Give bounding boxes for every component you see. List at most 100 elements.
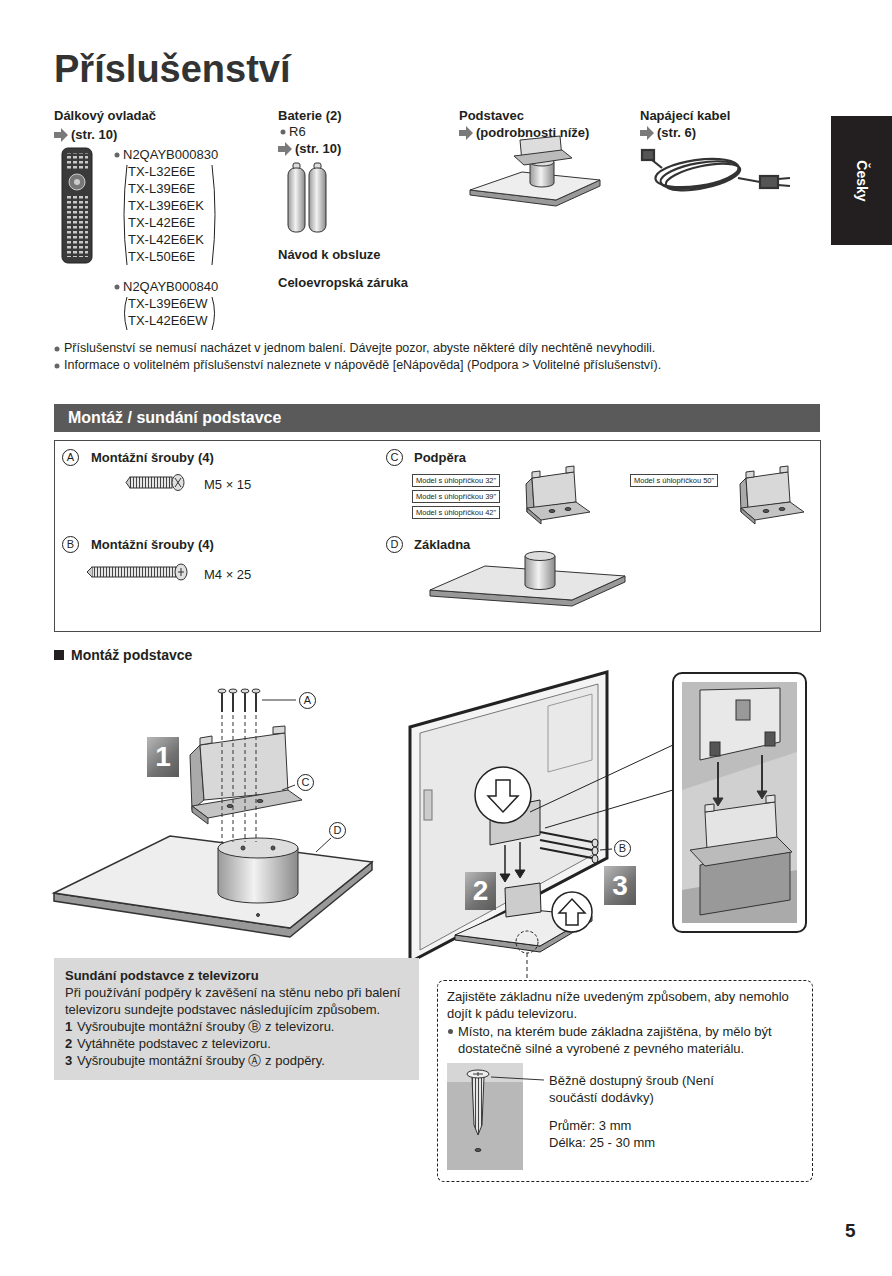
part-heading: Základna — [414, 537, 470, 552]
part-letter: B — [62, 536, 79, 553]
callout-letter: A — [299, 692, 316, 709]
remote-control — [62, 148, 92, 263]
bullet-dot — [448, 1029, 453, 1034]
letter: C — [391, 452, 399, 463]
model-number: TX-L50E6E — [128, 249, 195, 264]
step-number: 2 — [465, 872, 496, 910]
bracket-part — [526, 466, 590, 524]
detail-inset — [673, 673, 806, 932]
step-digit: 3 — [612, 871, 628, 901]
callout-letter: D — [329, 822, 346, 839]
item-heading: Dálkový ovladač — [54, 108, 156, 123]
part-heading: Podpěra — [414, 450, 466, 465]
model-text: Model s úhlopříčkou 39" — [416, 492, 496, 501]
list-number: 2 — [65, 1035, 77, 1052]
letter: B — [619, 843, 626, 854]
battery-type: R6 — [289, 124, 306, 139]
model-tag: Model s úhlopříčkou 42" — [412, 506, 500, 519]
page-ref: (str. 10) — [71, 127, 117, 142]
step-digit: 2 — [473, 876, 489, 906]
stand-icon — [470, 136, 600, 206]
page-number: 5 — [845, 1219, 856, 1242]
list-text: Vytáhněte podstavec z televizoru. — [77, 1035, 271, 1052]
step-number: 1 — [147, 737, 179, 777]
page-ref: (str. 10) — [295, 141, 341, 156]
part-letter: A — [62, 449, 79, 466]
bullet-text: Místo, na kterém bude základna zajištěna… — [458, 1023, 804, 1057]
language-tab: Česky — [831, 116, 892, 245]
callout-letter: C — [297, 774, 314, 791]
tv-assembly — [410, 672, 673, 980]
screw-label: Běžně dostupný šroub (Není součástí dodá… — [549, 1072, 714, 1106]
list-row: 2Vytáhněte podstavec z televizoru. — [65, 1035, 408, 1052]
part-size: M4 × 25 — [204, 567, 251, 582]
item-heading: Návod k obsluze — [278, 247, 381, 262]
screw — [87, 475, 187, 581]
removal-panel: Sundání podstavce z televizoruPři použív… — [54, 958, 419, 1080]
step-digit: 1 — [155, 742, 171, 772]
model-text: Model s úhlopříčkou 42" — [416, 508, 496, 517]
parts-box: Montážní šrouby (4) M5 × 15 Montážní šroub… — [54, 440, 821, 632]
item-heading: Celoevropská záruka — [278, 275, 408, 290]
power-cable — [642, 150, 790, 196]
note: Příslušenství se nemusí nacházet v jedno… — [64, 341, 655, 356]
bracket — [124, 165, 215, 330]
stand-assembly — [54, 689, 372, 937]
part-letter: D — [386, 536, 403, 553]
model-tag: Model s úhlopříčkou 50" — [630, 474, 718, 487]
item-heading: Napájecí kabel — [640, 108, 730, 123]
page-ref: (podrobnosti níže) — [476, 125, 589, 140]
part-letter: C — [386, 449, 403, 466]
list-row: 1Vyšroubujte montážní šrouby Ⓑ z televiz… — [65, 1018, 408, 1035]
letter: D — [334, 825, 342, 836]
sub-heading: Montáž podstavce — [71, 647, 192, 664]
letter: A — [304, 695, 311, 706]
page-ref: (str. 6) — [657, 125, 696, 140]
fixing-note-box: Zajistěte základnu níže uvedeným způsobe… — [437, 980, 813, 1182]
panel-heading: Sundání podstavce z televizoru — [65, 967, 408, 984]
model-text: Model s úhlopříčkou 32" — [416, 476, 496, 485]
model-number: TX-L39E6EW — [128, 296, 207, 311]
item-heading: Podstavec — [459, 108, 524, 123]
letter: A — [67, 452, 74, 463]
page-title: Příslušenství — [54, 46, 291, 92]
note-text: Zajistěte základnu níže uvedeným způsobe… — [447, 988, 803, 1022]
part-heading: Montážní šrouby (4) — [91, 537, 214, 552]
tab-text: Česky — [854, 160, 870, 201]
section-title: Montáž / sundání podstavce — [68, 404, 281, 432]
part-heading: Montážní šrouby (4) — [91, 450, 214, 465]
letter: C — [302, 777, 310, 788]
step-number: 3 — [604, 866, 636, 905]
panel-body: Při používání podpěry k zavěšení na stěn… — [65, 984, 408, 1018]
list-number: 1 — [65, 1018, 77, 1035]
model-number: N2QAYB000840 — [123, 279, 218, 294]
model-number: TX-L39E6EK — [128, 198, 204, 213]
list-row: 3Vyšroubujte montážní šrouby Ⓐ z podpěry… — [65, 1052, 408, 1069]
callout-letter: B — [614, 840, 631, 857]
item-heading: Baterie (2) — [278, 108, 342, 123]
section-band: Montáž / sundání podstavce — [54, 404, 820, 432]
list-number: 3 — [65, 1052, 77, 1069]
letter: D — [391, 539, 399, 550]
battery — [288, 163, 326, 232]
part-size: M5 × 15 — [204, 477, 251, 492]
model-text: Model s úhlopříčkou 50" — [634, 476, 714, 485]
model-number: N2QAYB000830 — [123, 147, 218, 162]
model-number: TX-L32E6E — [128, 164, 195, 179]
wood-screw — [447, 1063, 544, 1170]
model-number: TX-L42E6E — [128, 215, 195, 230]
model-number: TX-L39E6E — [128, 181, 195, 196]
model-number: TX-L42E6EW — [128, 313, 207, 328]
model-tag: Model s úhlopříčkou 39" — [412, 490, 500, 503]
list-text: Vyšroubujte montážní šrouby Ⓑ z televizo… — [77, 1018, 334, 1035]
bullet — [55, 130, 286, 369]
model-number: TX-L42E6EK — [128, 232, 204, 247]
dimension: Délka: 25 - 30 mm — [549, 1134, 655, 1151]
dimension: Průměr: 3 mm — [549, 1117, 631, 1134]
square-bullet — [54, 650, 64, 660]
note: Informace o volitelném příslušenství nal… — [64, 358, 661, 373]
list-text: Vyšroubujte montážní šrouby Ⓐ z podpěry. — [77, 1052, 325, 1069]
letter: B — [67, 539, 74, 550]
model-tag: Model s úhlopříčkou 32" — [412, 474, 500, 487]
